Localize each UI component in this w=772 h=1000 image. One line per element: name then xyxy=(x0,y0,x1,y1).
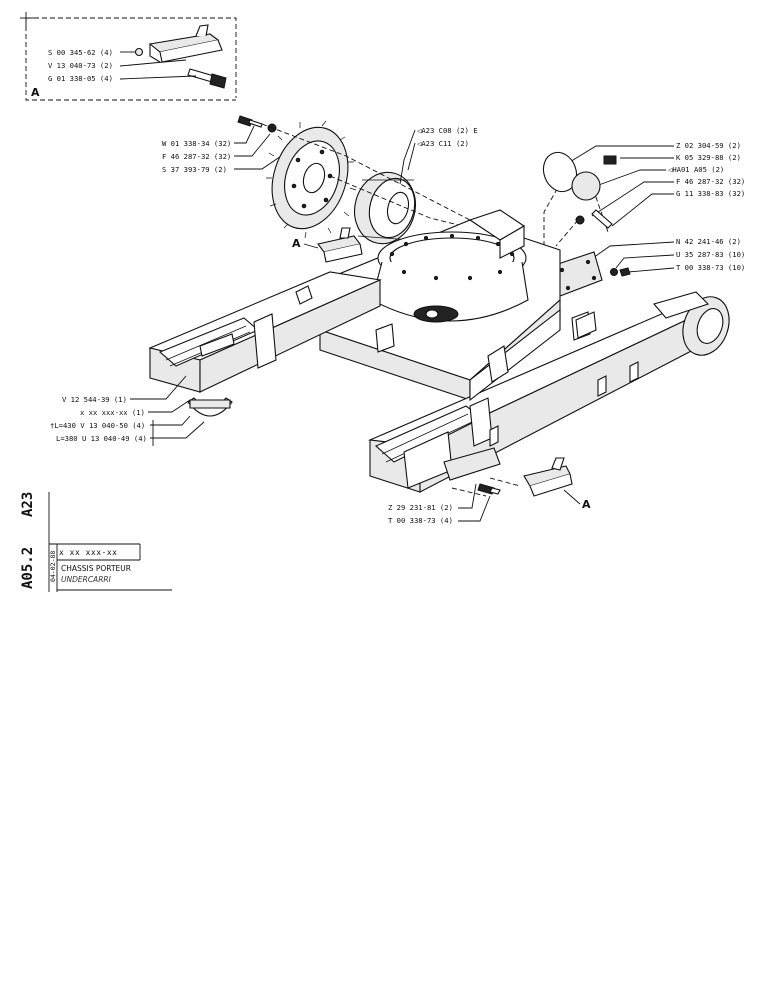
lower-left-callouts: V 12 544-39 (1) x xx xxx-xx (1) †L=430 V… xyxy=(50,375,205,446)
callout-v13: †L=430 V 13 040-50 (4) xyxy=(50,421,145,430)
sprocket-callouts: W 01 338-34 (32) F 46 287-32 (32) S 37 3… xyxy=(162,115,291,174)
callout-t00-bottom: T 00 338-73 (4) xyxy=(388,516,453,525)
undercarriage-frame xyxy=(148,209,730,493)
callout-f46: F 46 287-32 (32) xyxy=(162,152,231,161)
inset-detail-a: A S 00 345-62 (4) V 13 040-73 (2) G 01 3… xyxy=(20,12,237,101)
inset-label-1: S 00 345-62 (4) xyxy=(48,48,113,57)
callout-f46-right: F 46 287-32 (32) xyxy=(676,177,745,186)
view-marker-right: A xyxy=(582,498,591,511)
drawing-code-group: A23 xyxy=(20,491,36,517)
inset-bolt-part xyxy=(187,68,227,89)
drawing-code-sheet: A05.2 xyxy=(20,546,36,589)
hub-assembly: ◁A23 C08 (2) E ◁A23 C11 (2) xyxy=(354,126,478,245)
title-block: x xx xxx-xx CHASSIS PORTEUR UNDERCARRI xyxy=(49,544,171,590)
callout-u35: U 35 287-83 (10) xyxy=(676,250,745,259)
title-english: UNDERCARRI xyxy=(61,575,111,584)
callout-ha01: ◁HA01 A05 (2) xyxy=(668,165,724,174)
callout-xx: x xx xxx-xx (1) xyxy=(80,408,145,417)
view-marker-left: A xyxy=(292,237,301,250)
part-reference: x xx xxx-xx xyxy=(59,548,118,557)
inset-bracket-part xyxy=(134,24,223,63)
title-french: CHASSIS PORTEUR xyxy=(61,564,131,573)
bracket-a-left: A xyxy=(292,227,363,263)
bracket-a-right: A xyxy=(523,457,591,511)
callout-s37: S 37 393-79 (2) xyxy=(162,165,227,174)
callout-g11: G 11 338-83 (32) xyxy=(676,189,745,198)
reference-frame xyxy=(48,492,172,592)
callout-w01: W 01 338-34 (32) xyxy=(162,139,231,148)
sprocket-wheel xyxy=(266,120,357,239)
inset-label-2: V 13 040-73 (2) xyxy=(48,61,113,70)
callout-t00-right: T 00 338-73 (10) xyxy=(676,263,745,272)
callout-z02: Z 02 304-59 (2) xyxy=(676,141,741,150)
inset-label-3: G 01 338-05 (4) xyxy=(48,74,113,83)
inset-marker: A xyxy=(31,86,40,99)
callout-a23-c08: ◁A23 C08 (2) E xyxy=(417,126,478,135)
callout-k05: K 05 329-88 (2) xyxy=(676,153,741,162)
callout-z29: Z 29 231-81 (2) xyxy=(388,503,453,512)
right-callouts: Z 02 304-59 (2) K 05 329-88 (2) ◁HA01 A0… xyxy=(542,141,745,297)
callout-n42: N 42 241-46 (2) xyxy=(676,237,741,246)
callout-v12: V 12 544-39 (1) xyxy=(62,395,127,404)
callout-u13: L=380 U 13 040-49 (4) xyxy=(56,434,147,443)
callout-a23-c11: ◁A23 C11 (2) xyxy=(417,139,469,148)
bottom-plate-parts: Z 29 231-81 (2) T 00 338-73 (4) xyxy=(388,447,501,525)
